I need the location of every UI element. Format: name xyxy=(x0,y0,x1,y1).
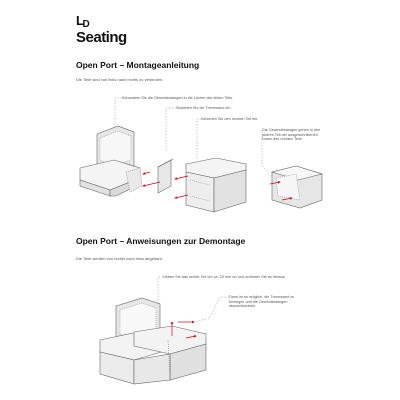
assembly-step-4: Die Gewindestangen gehen in den oberen T… xyxy=(262,128,321,142)
disassembly-step-1: Heben Sie das rechte Teil um ca. 20 mm a… xyxy=(163,275,286,279)
ld-seating-logo: LD Seating xyxy=(76,14,127,45)
assembly-step-2: Schieben Sie die Trennwand ein. xyxy=(176,106,232,110)
disassembly-sofa-illustration xyxy=(99,297,207,385)
detail-module-illustration xyxy=(270,165,324,209)
seat-module-illustration xyxy=(185,157,247,213)
assembly-intro: Die Teile sind von links nach rechts zu … xyxy=(76,77,164,82)
divider-panel-illustration xyxy=(157,158,174,194)
left-module-illustration xyxy=(79,125,143,197)
disassembly-title: Open Port – Anweisungen zur Demontage xyxy=(76,236,246,246)
assembly-title: Open Port – Montageanleitung xyxy=(76,60,200,70)
assembly-leader-lines xyxy=(114,97,273,179)
assembly-step-1: Schrauben Sie die Gewindestangen in die … xyxy=(122,96,234,100)
assembly-arrows xyxy=(142,171,293,201)
logo-name: Seating xyxy=(76,29,127,46)
disassembly-step-2: Dann ist es möglich, die Trennwand zu be… xyxy=(229,295,295,309)
disassembly-arrows xyxy=(170,320,197,339)
logo-mark: LD xyxy=(76,13,90,30)
disassembly-intro: Die Teile werden von rechts nach links a… xyxy=(76,256,163,261)
assembly-step-3: Schieben Sie den rechten Teil ein. xyxy=(201,117,259,121)
